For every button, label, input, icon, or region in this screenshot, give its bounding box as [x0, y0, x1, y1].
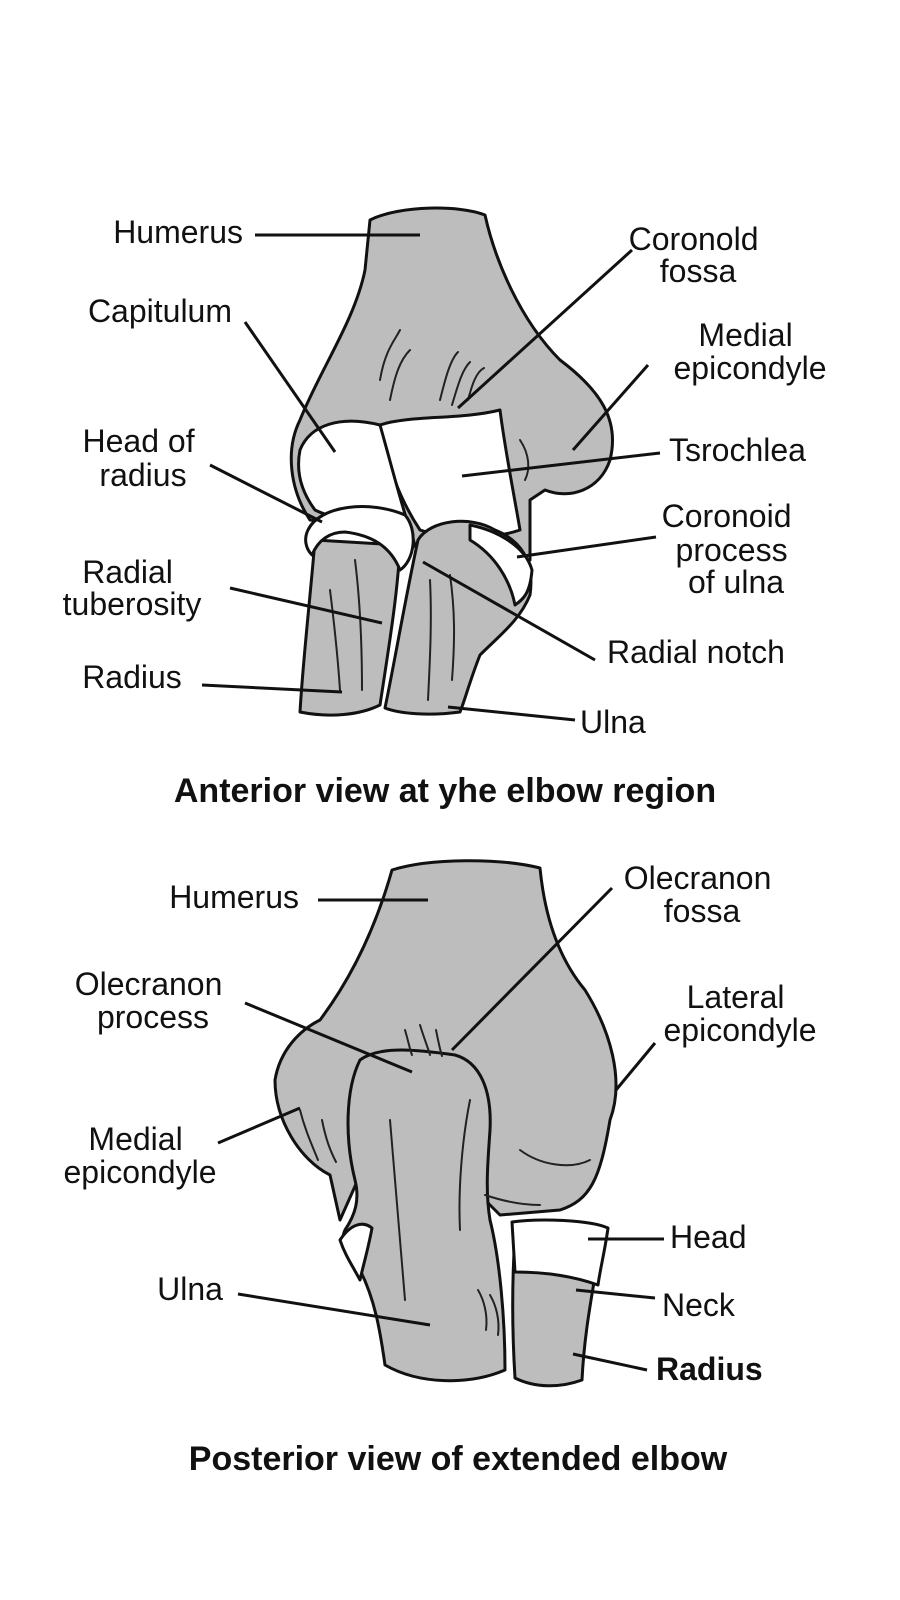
- posterior-leader-lines: [217, 886, 664, 1372]
- leader-radius-ant: [201, 683, 343, 694]
- anterior-ulna-bone: [383, 519, 533, 716]
- leader-ulna-post: [237, 1292, 431, 1327]
- posterior-labels: Humerus Olecranon process Medial epicond…: [64, 860, 817, 1387]
- posterior-radius-head: [510, 1218, 610, 1287]
- anterior-trochlea-cartilage: [378, 408, 522, 539]
- label-lateral-epicondyle: Lateral epicondyle: [664, 979, 817, 1048]
- leader-coronoid-process: [516, 535, 657, 559]
- posterior-illustration: [273, 859, 618, 1388]
- leader-olecranon-fossa: [450, 886, 614, 1052]
- leader-trochlea: [461, 451, 661, 478]
- anterior-leader-lines: [201, 233, 661, 722]
- leader-head-radius: [209, 463, 323, 524]
- label-capitulum: Capitulum: [88, 293, 232, 329]
- label-radius-post: Radius: [656, 1351, 763, 1387]
- posterior-caption: Posterior view of extended elbow: [189, 1440, 728, 1478]
- label-olecranon-process: Olecranon process: [75, 966, 232, 1035]
- label-head: Head: [670, 1219, 747, 1255]
- anterior-caption: Anterior view at yhe elbow region: [174, 772, 716, 810]
- leader-ulna-ant: [447, 705, 576, 722]
- label-radial-notch: Radial notch: [607, 634, 785, 670]
- label-radius-ant: Radius: [82, 659, 182, 695]
- anterior-labels: Humerus Capitulum Head of radius Radial …: [63, 214, 827, 740]
- label-medial-epicondyle-ant: Medial epicondyle: [674, 317, 827, 386]
- anterior-radius-bone: [298, 538, 402, 717]
- anterior-radius-head: [304, 505, 415, 572]
- leader-olecranon-process: [244, 1001, 413, 1074]
- label-radial-tuberosity: Radial tuberosity: [63, 554, 202, 622]
- label-humerus-post: Humerus: [169, 879, 299, 915]
- leader-capitulum: [243, 321, 337, 453]
- label-olecranon-fossa: Olecranon fossa: [624, 860, 781, 929]
- leader-coronoid-fossa: [456, 248, 634, 410]
- leader-medial-epicondyle-ant: [571, 364, 650, 451]
- label-coronoid-process: Coronoid process of ulna: [662, 498, 801, 600]
- anterior-illustration: [289, 206, 615, 717]
- label-medial-epicondyle-post: Medial epicondyle: [64, 1121, 217, 1190]
- leader-radial-notch: [422, 560, 596, 662]
- leader-radial-tuberosity: [229, 586, 383, 625]
- leader-lateral-epicondyle: [614, 1042, 657, 1091]
- leader-neck: [575, 1288, 656, 1300]
- label-ulna-ant: Ulna: [580, 704, 646, 740]
- label-coronoid-fossa: Coronold fossa: [629, 221, 768, 289]
- anterior-coronoid-cartilage: [468, 523, 534, 607]
- leader-radius-post: [572, 1352, 648, 1372]
- label-trochlea: Tsrochlea: [669, 432, 806, 468]
- posterior-ulna-wedge: [338, 1222, 374, 1282]
- label-head-radius: Head of radius: [83, 423, 204, 493]
- posterior-ulna-bone: [341, 1048, 507, 1383]
- leader-medial-epicondyle-post: [217, 1106, 301, 1145]
- label-neck: Neck: [662, 1287, 736, 1323]
- label-ulna-post: Ulna: [157, 1271, 223, 1307]
- label-humerus-ant: Humerus: [113, 214, 243, 250]
